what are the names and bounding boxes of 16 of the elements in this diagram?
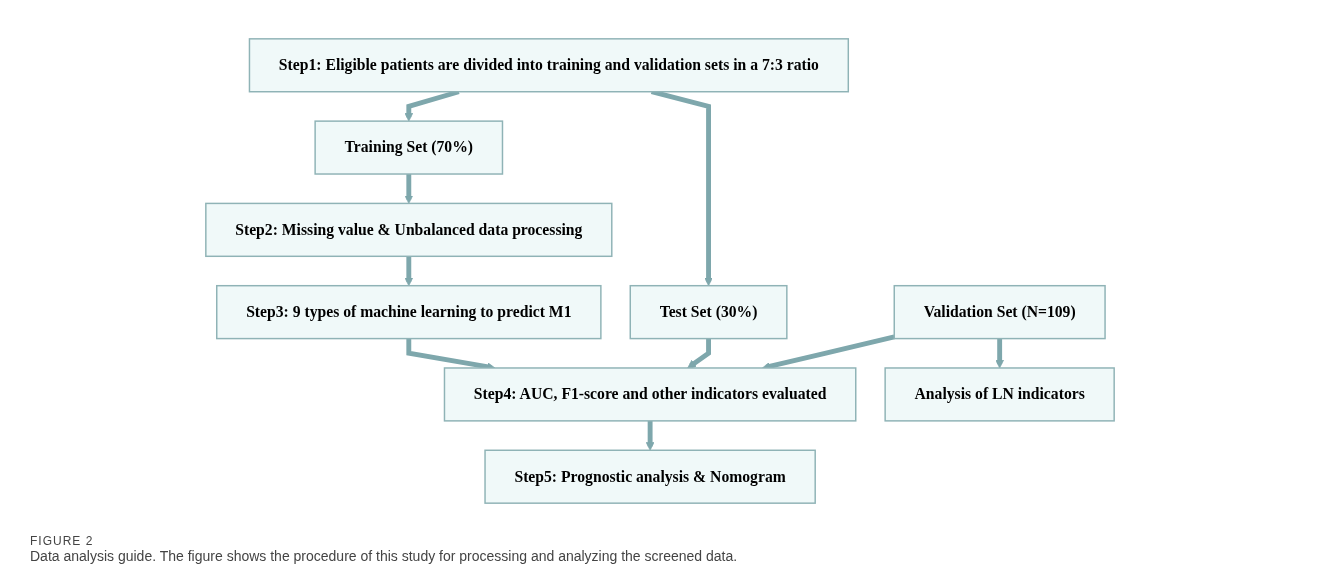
- figure-label: FIGURE 2: [30, 534, 95, 548]
- arrow: [404, 256, 414, 287]
- node-box: Training Set (70%): [314, 120, 504, 175]
- node-box: Step1: Eligible patients are divided into training and validation sets in a 7:3 ratio: [248, 38, 850, 93]
- arrow: [645, 420, 655, 451]
- arrow: [687, 338, 711, 369]
- caption: Data analysis guide. The figure shows the procedure of this study for processing and analyzing the screened data.: [30, 548, 739, 564]
- node-box: Analysis of LN indicators: [884, 367, 1115, 422]
- node-box: Step5: Prognostic analysis & Nomogram: [484, 449, 816, 504]
- node-box: Validation Set (N=109): [893, 284, 1106, 340]
- arrow: [404, 174, 414, 204]
- node-box: Step2: Missing value & Unbalanced data processing: [205, 202, 613, 258]
- node-box: Step3: 9 types of machine learning to predict M1: [216, 284, 602, 340]
- arrow: [995, 338, 1004, 369]
- node-box: Test Set (30%): [629, 284, 788, 340]
- node-box: Step4: AUC, F1-score and other indicators evaluated: [443, 367, 857, 422]
